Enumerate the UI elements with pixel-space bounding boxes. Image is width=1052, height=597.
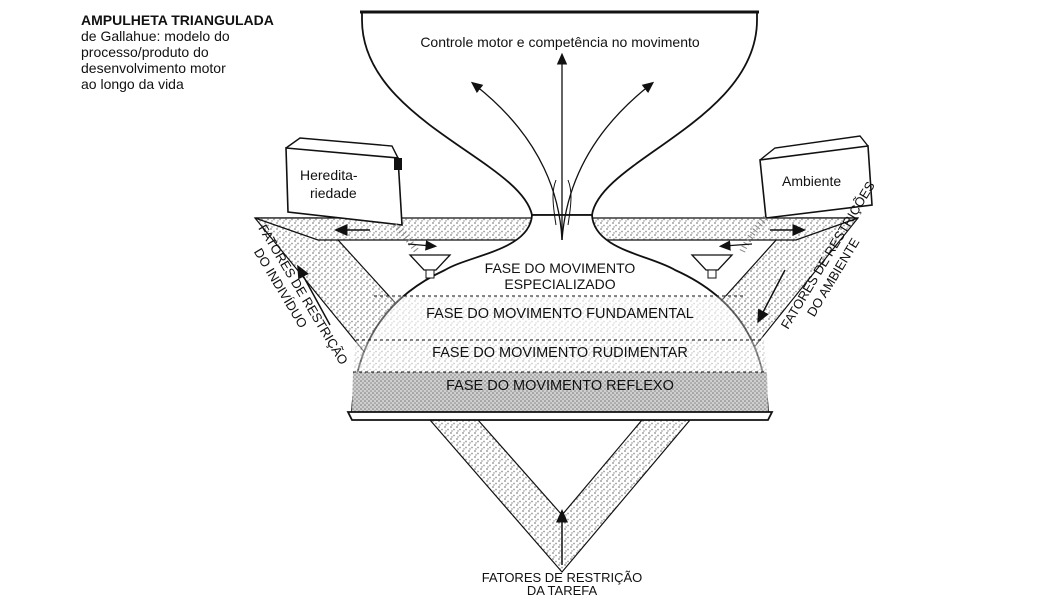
left-funnel [408,254,452,279]
reflex-sand [352,372,768,412]
phase-fundamental: FASE DO MOVIMENTO FUNDAMENTAL [426,306,694,322]
right-arm-arrow [757,269,786,324]
heredity-label-2: riedade [310,185,357,201]
title-line-1: AMPULHETA TRIANGULADA [81,12,274,28]
environment-bucket: Ambiente [718,135,873,254]
phase-specialized-2: ESPECIALIZADO [504,276,615,292]
task-constraint-line-1: FATORES DE RESTRIÇÃO [482,570,643,585]
top-label: Controle motor e competência no moviment… [420,34,700,50]
phase-specialized-1: FASE DO MOVIMENTO [485,260,636,276]
heredity-bucket: Heredita- riedade [285,137,438,255]
title-line-3: processo/produto do [81,44,209,60]
task-triangle [428,419,692,573]
heredity-label-1: Heredita- [300,167,358,183]
hourglass-base [346,411,774,421]
phase-rudimentary: FASE DO MOVIMENTO RUDIMENTAR [432,345,688,361]
left-arm-arrow [297,264,331,326]
diagram-title: AMPULHETA TRIANGULADA de Gallahue: model… [81,12,321,92]
title-line-5: ao longo da vida [81,76,184,92]
right-funnel [690,254,734,279]
task-constraint-line-2: DA TAREFA [527,583,598,597]
title-line-4: desenvolvimento motor [81,60,226,76]
phase-reflex: FASE DO MOVIMENTO REFLEXO [446,378,674,394]
fundamental-sand [356,296,764,340]
hourglass [346,10,774,421]
title-line-2: de Gallahue: modelo do [81,28,230,44]
rudimentary-sand [353,340,767,372]
environment-label: Ambiente [782,173,841,189]
